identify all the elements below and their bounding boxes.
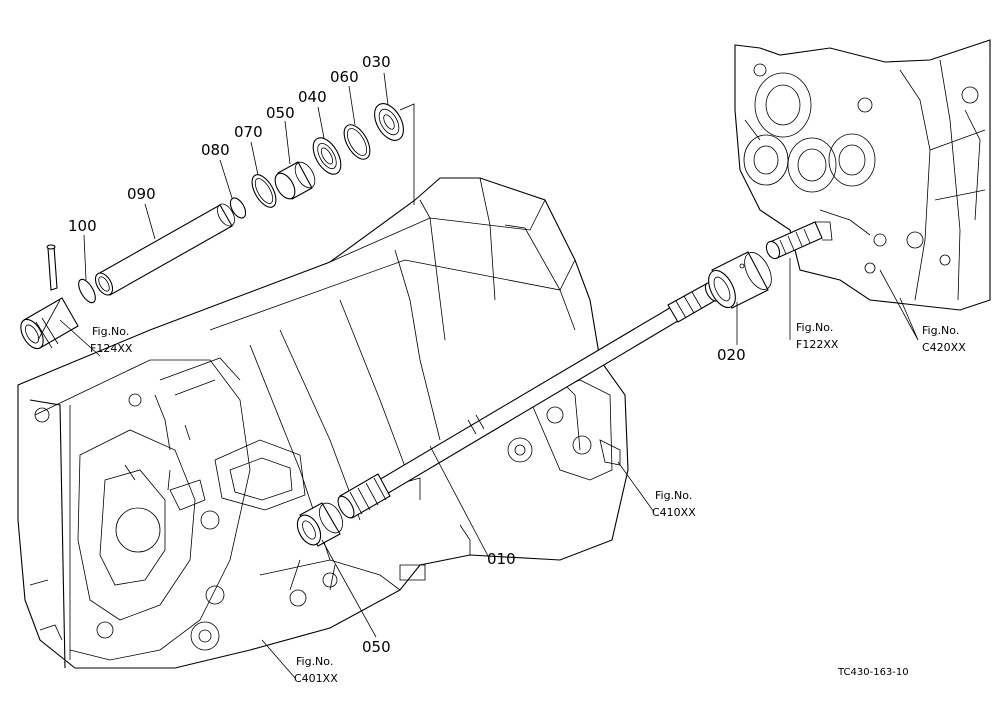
assembly-centerlines xyxy=(37,103,415,660)
ring-060 xyxy=(343,124,371,160)
figure-ref-c401: Fig.No. C401XX xyxy=(294,655,338,685)
snapring-070 xyxy=(251,174,277,208)
upper-parts-stack xyxy=(20,103,404,350)
figure-ref-c420: Fig.No. C420XX xyxy=(922,324,966,354)
tube-090 xyxy=(97,204,233,296)
svg-text:Fig.No.: Fig.No. xyxy=(655,489,692,502)
svg-text:F122XX: F122XX xyxy=(796,338,839,351)
bearing-040 xyxy=(312,137,342,175)
shaft-010 xyxy=(337,282,720,519)
svg-text:Fig.No.: Fig.No. xyxy=(922,324,959,337)
part-number-060: 060 xyxy=(330,68,359,86)
part-number-080: 080 xyxy=(201,141,230,159)
oring-080 xyxy=(229,197,247,219)
rear-housing xyxy=(734,39,991,311)
svg-text:Fig.No.: Fig.No. xyxy=(92,325,129,338)
part-number-090: 090 xyxy=(127,185,156,203)
svg-text:C420XX: C420XX xyxy=(922,341,966,354)
part-number-020: 020 xyxy=(717,346,746,364)
collar-050-lower xyxy=(296,502,343,547)
figure-ref-f122: Fig.No. F122XX xyxy=(796,321,839,351)
part-number-040: 040 xyxy=(298,88,327,106)
svg-text:F124XX: F124XX xyxy=(90,342,133,355)
figure-ref-f124: Fig.No. F124XX xyxy=(90,325,133,355)
part-number-labels: 030 060 040 050 070 080 090 100 020 010 … xyxy=(68,53,746,656)
figure-reference-labels: Fig.No. F124XX Fig.No. F122XX Fig.No. C4… xyxy=(90,321,966,685)
collar-020 xyxy=(708,251,772,309)
svg-text:C410XX: C410XX xyxy=(652,506,696,519)
leader-lines xyxy=(59,72,919,679)
ring-100 xyxy=(78,278,96,304)
pin-100 xyxy=(47,245,58,291)
transmission-housing xyxy=(17,177,629,669)
drawing-code: TC430-163-10 xyxy=(837,667,909,678)
svg-text:Fig.No.: Fig.No. xyxy=(296,655,333,668)
figure-ref-c410: Fig.No. C410XX xyxy=(652,489,696,519)
bearing-030 xyxy=(374,103,404,141)
part-number-010: 010 xyxy=(487,550,516,568)
part-number-050-lower: 050 xyxy=(362,638,391,656)
svg-text:Fig.No.: Fig.No. xyxy=(796,321,833,334)
svg-text:C401XX: C401XX xyxy=(294,672,338,685)
part-number-030: 030 xyxy=(362,53,391,71)
part-number-050-upper: 050 xyxy=(266,104,295,122)
part-number-070: 070 xyxy=(234,123,263,141)
part-number-100: 100 xyxy=(68,217,97,235)
